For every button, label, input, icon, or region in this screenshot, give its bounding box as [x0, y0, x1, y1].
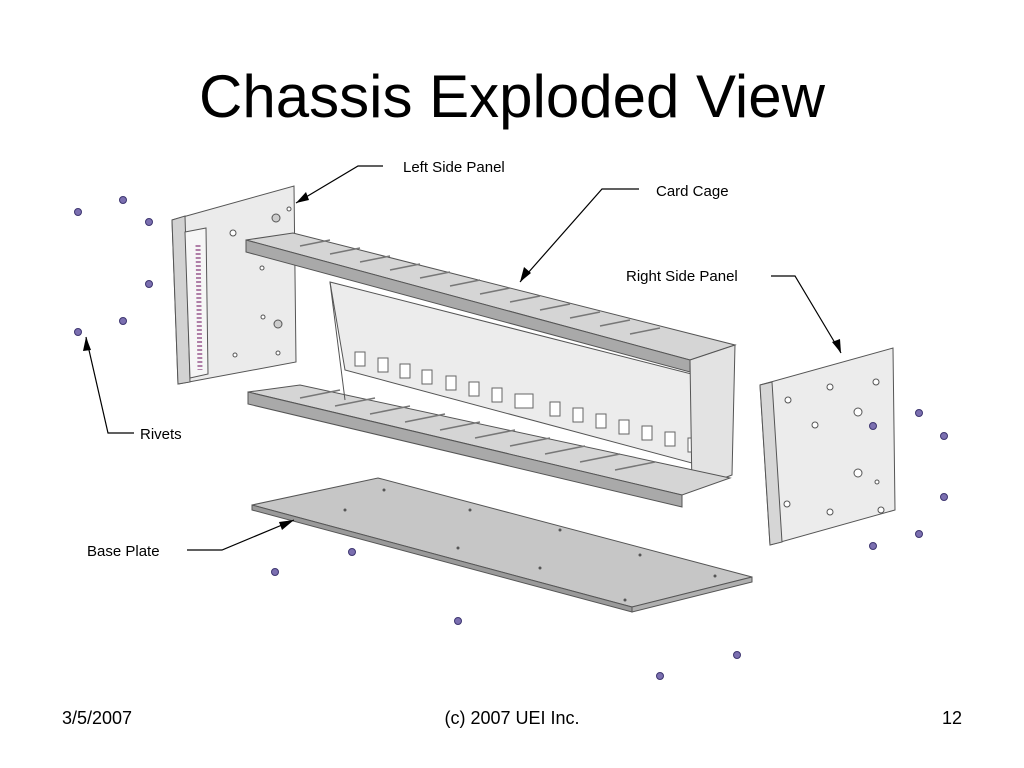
left-side-panel — [171, 185, 297, 385]
rivets — [74, 196, 948, 680]
left-side-panel-leader — [295, 165, 383, 204]
footer-page-number: 12 — [942, 708, 963, 728]
card-cage-label: Card Cage — [656, 183, 729, 200]
right-side-panel-label: Right Side Panel — [626, 268, 738, 285]
footer-date: 3/5/2007 — [62, 708, 133, 728]
right-side-panel — [759, 347, 896, 546]
slide-title: Chassis Exploded View — [199, 63, 825, 130]
rivets-label: Rivets — [140, 426, 182, 443]
leader-lines — [85, 165, 842, 551]
base-plate — [251, 477, 753, 613]
rivets-leader — [85, 336, 134, 434]
base-plate-label: Base Plate — [87, 543, 160, 560]
card-cage-leader — [519, 188, 639, 283]
base-plate-leader — [187, 519, 295, 551]
right-side-panel-leader — [771, 275, 842, 354]
footer-copyright: (c) 2007 UEI Inc. — [444, 708, 580, 728]
card-cage — [245, 232, 737, 508]
leader-arrowheads — [83, 192, 841, 530]
left-side-panel-label: Left Side Panel — [403, 159, 505, 176]
